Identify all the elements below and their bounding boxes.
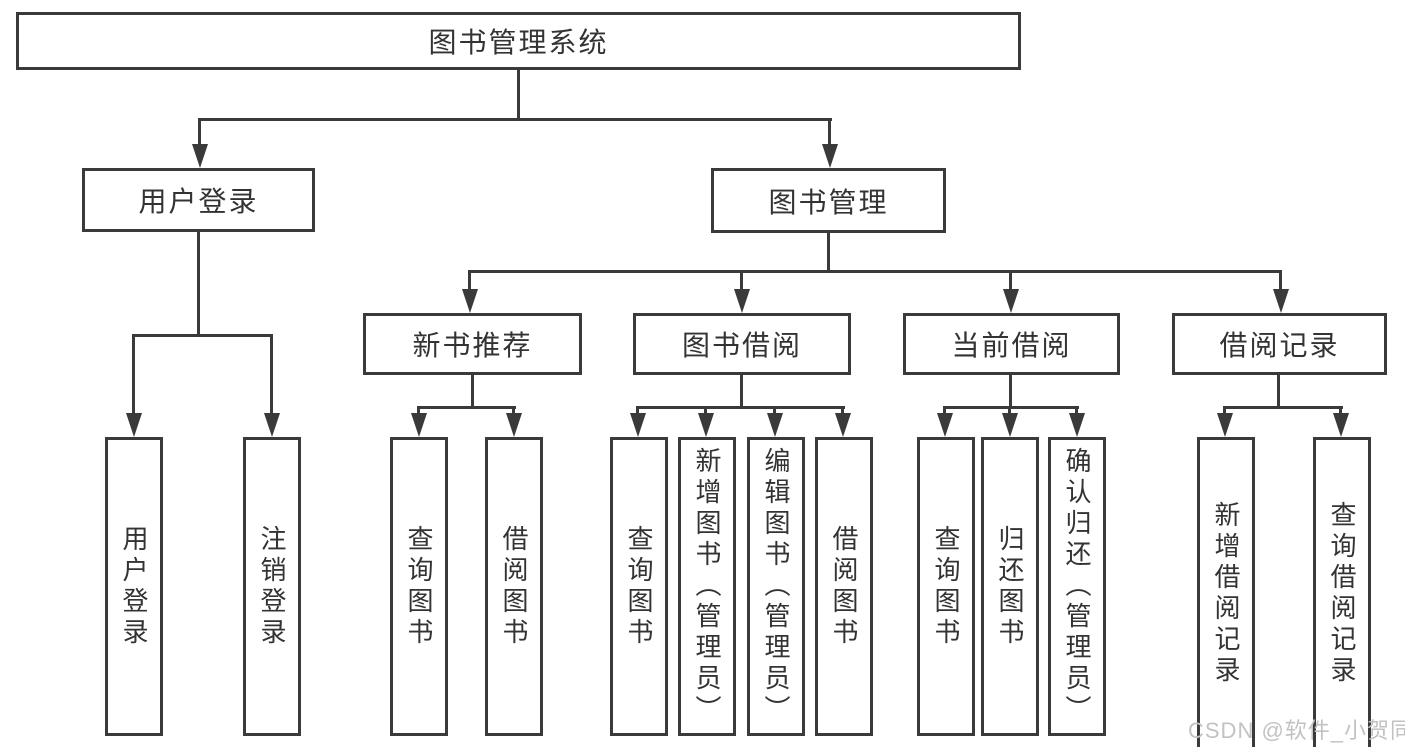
connector [1223,406,1343,409]
arrow-down-icon [1217,413,1233,437]
arrow-down-icon [734,289,750,313]
leaf-query-books-3: 查询图书 [917,437,975,736]
leaf-return-books: 归还图书 [981,437,1039,736]
arrow-down-icon [1069,413,1085,437]
node-root: 图书管理系统 [16,12,1021,70]
arrow-down-icon [835,413,851,437]
connector [471,375,474,409]
connector [828,120,831,148]
node-borrow-records-label: 借阅记录 [1219,330,1340,361]
node-new-book-recommend: 新书推荐 [363,313,582,375]
arrow-down-icon [126,413,142,437]
node-current-borrow-label: 当前借阅 [951,330,1072,361]
node-book-management: 图书管理 [711,168,946,233]
leaf-user-login: 用户登录 [105,437,163,736]
arrow-down-icon [192,144,208,168]
connector [417,406,516,409]
connector [197,232,200,337]
connector [1279,272,1282,293]
connector [740,375,743,409]
arrow-down-icon [1002,413,1018,437]
arrow-down-icon [264,413,280,437]
node-new-book-recommend-label: 新书推荐 [412,330,533,361]
arrow-down-icon [462,289,478,313]
node-user-login: 用户登录 [82,168,315,232]
connector [198,118,832,121]
arrow-down-icon [822,144,838,168]
arrow-down-icon [1003,289,1019,313]
arrow-down-icon [698,413,714,437]
leaf-query-books-2: 查询图书 [610,437,668,736]
arrow-down-icon [1273,289,1289,313]
connector [132,336,135,417]
connector [468,270,1282,273]
connector [943,406,1079,409]
node-user-login-label: 用户登录 [138,186,259,217]
connector [132,334,273,337]
leaf-query-borrow-record: 查询借阅记录 [1313,437,1371,747]
arrow-down-icon [506,413,522,437]
connector [1009,272,1012,293]
leaf-query-books-1: 查询图书 [390,437,448,736]
leaf-add-books-admin: 新增图书（管理员） [678,437,736,736]
connector [270,336,273,417]
node-root-label: 图书管理系统 [428,27,609,58]
connector [827,233,830,273]
arrow-down-icon [1333,413,1349,437]
leaf-borrow-books-1: 借阅图书 [485,437,543,736]
connector [1277,375,1280,409]
leaf-edit-books-admin: 编辑图书（管理员） [747,437,805,736]
arrow-down-icon [937,413,953,437]
node-borrow-records: 借阅记录 [1172,313,1387,375]
connector [468,272,471,293]
arrow-down-icon [630,413,646,437]
leaf-logout: 注销登录 [243,437,301,736]
node-current-borrow: 当前借阅 [903,313,1120,375]
connector [198,120,201,148]
leaf-add-borrow-record: 新增借阅记录 [1197,437,1255,747]
connector [1009,375,1012,409]
connector [517,70,520,121]
node-book-borrow-label: 图书借阅 [681,330,802,361]
node-book-borrow: 图书借阅 [633,313,851,375]
connector [636,406,845,409]
leaf-borrow-books-2: 借阅图书 [815,437,873,736]
node-book-management-label: 图书管理 [768,186,889,218]
arrow-down-icon [411,413,427,437]
csdn-watermark: CSDN @软件_小贺同学 [1188,718,1405,743]
leaf-confirm-return-admin: 确认归还（管理员） [1048,437,1106,736]
connector [740,272,743,293]
arrow-down-icon [767,413,783,437]
